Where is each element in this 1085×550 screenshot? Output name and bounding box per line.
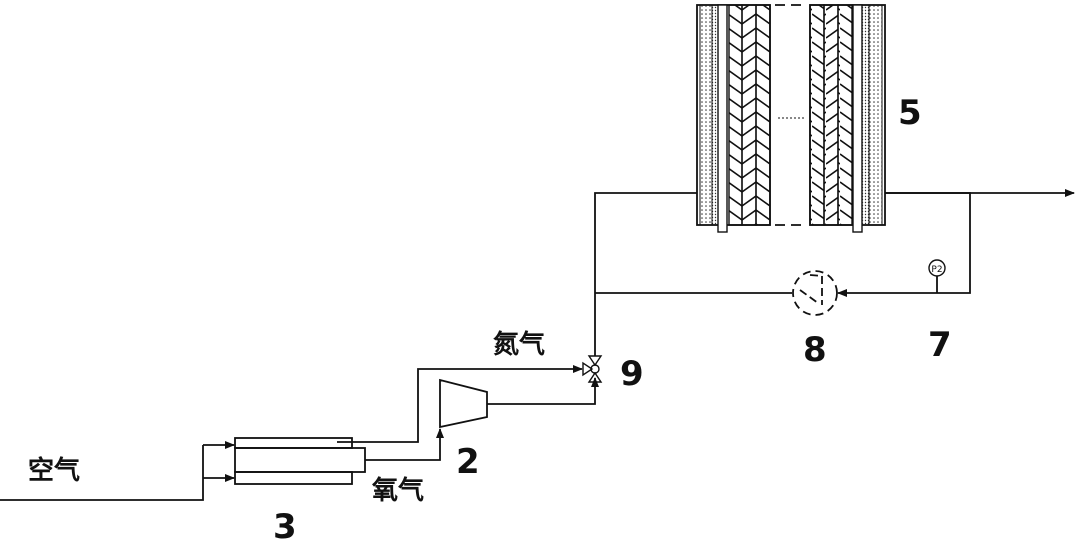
compressor bbox=[440, 380, 487, 427]
sensor-tag: P2 bbox=[931, 265, 942, 275]
nitrogen-line bbox=[337, 369, 582, 442]
compressor-outlet-line bbox=[487, 378, 595, 404]
valve-number: 9 bbox=[620, 357, 644, 391]
stack-inlet-line bbox=[595, 193, 697, 356]
membrane-module bbox=[235, 438, 365, 484]
compressor-number: 2 bbox=[456, 445, 480, 479]
circulation-pump bbox=[793, 271, 837, 315]
nitrogen-label: 氮气 bbox=[493, 332, 545, 358]
fuel-cell-stack bbox=[697, 5, 885, 232]
oxygen-line bbox=[365, 429, 440, 460]
sensor-number: 7 bbox=[928, 328, 952, 362]
pump-number: 8 bbox=[803, 333, 827, 367]
stack-number: 5 bbox=[898, 96, 922, 130]
oxygen-label: 氧气 bbox=[372, 478, 424, 504]
three-way-valve bbox=[583, 356, 601, 382]
membrane-module-number: 3 bbox=[273, 510, 297, 544]
air-label: 空气 bbox=[28, 458, 80, 484]
pump-blade-icon bbox=[800, 275, 822, 305]
